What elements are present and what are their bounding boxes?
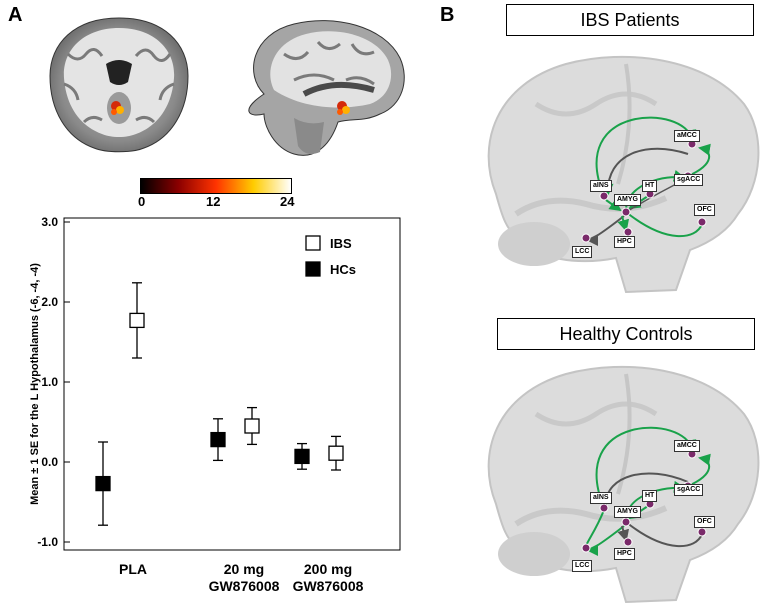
hypothalamus-chart: Mean ± 1 SE for the L Hypothalamus (-6, … [29,215,401,594]
hc-node-ains: aINS [590,492,612,504]
legend-marker-ibs [305,235,321,251]
legend-label-ibs: IBS [330,236,352,251]
hc-node-ofc: OFC [694,516,715,528]
ibs-node-sgacc: sgACC [674,174,704,186]
y-tick-label: 1.0 [41,375,58,389]
coronal-brain-image [49,17,189,153]
hc-node-sgacc: sgACC [674,484,704,496]
ibs-patients-title: IBS Patients [506,4,754,36]
hc-node-amcc: aMCC [674,440,700,452]
sagittal-brain-image [248,20,405,156]
ibs-node-ht: HT [642,180,658,192]
hc-network-diagram: aMCC aINS HT sgACC AMYG OFC LCC HPC [476,354,766,608]
data-point-ibs [129,312,145,329]
heat-colorbar [140,178,292,194]
x-tick-label: 200 mg [304,561,352,577]
y-tick-label: 0.0 [41,455,58,469]
data-point-ibs [328,445,344,461]
ibs-node-ains: aINS [590,180,612,192]
y-tick-label: 3.0 [41,215,58,229]
hc-node-amyg: AMYG [614,506,641,518]
ibs-node-ofc: OFC [694,204,715,216]
panel-b-label: B [440,4,455,26]
healthy-controls-title: Healthy Controls [497,318,755,350]
hc-connections [581,426,711,556]
colorbar-min-label: 0 [138,194,146,209]
ibs-node-hpc: HPC [614,236,635,248]
y-tick-label: -1.0 [37,535,58,549]
hc-brain-outline [487,365,760,604]
hc-node-hpc: HPC [614,548,635,560]
ibs-node-amyg: AMYG [614,194,641,206]
x-tick-label: GW876008 [293,578,364,594]
ibs-node-lcc: LCC [572,246,593,258]
panel-a-label: A [8,4,23,26]
ibs-node-amcc: aMCC [674,130,700,142]
colorbar-mid-label: 12 [206,194,221,209]
legend-marker-hcs [305,261,321,277]
data-point-hcs [95,475,111,492]
x-tick-label: PLA [119,561,147,577]
data-point-hcs [294,448,310,465]
plot-frame [63,217,401,551]
legend-label-hcs: HCs [330,262,356,277]
y-tick-label: 2.0 [41,295,58,309]
y-axis-label: Mean ± 1 SE for the L Hypothalamus (-6, … [29,263,41,505]
data-point-ibs [244,418,260,434]
x-tick-label: GW876008 [209,578,280,594]
hc-node-lcc: LCC [572,560,593,572]
ibs-network-diagram: aMCC aINS HT sgACC AMYG OFC LCC HPC [476,44,766,300]
colorbar-max-label: 24 [280,194,295,209]
x-tick-label: 20 mg [224,561,264,577]
hc-node-ht: HT [642,490,658,502]
ibs-brain-outline [487,55,760,294]
ibs-connections [581,116,711,246]
data-point-hcs [210,431,226,448]
